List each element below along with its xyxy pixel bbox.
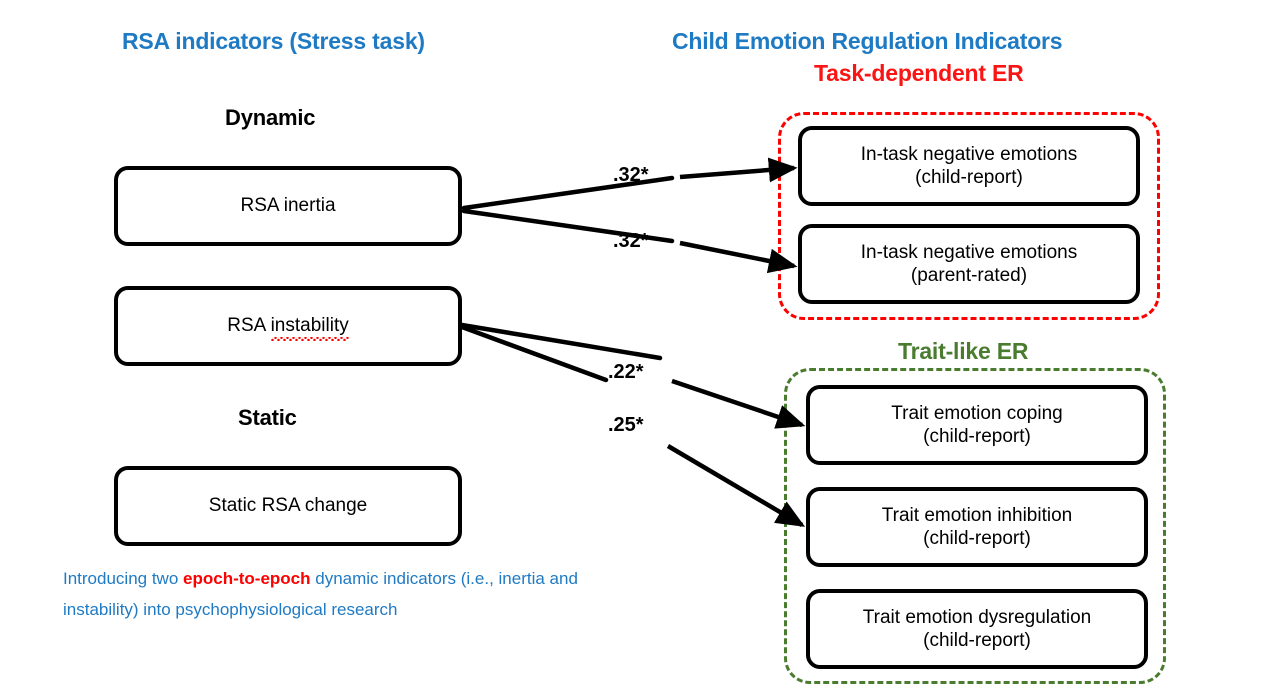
node-trait-emotion-dysregulation[interactable]: Trait emotion dysregulation(child-report…: [806, 589, 1148, 669]
caption-part1: Introducing two: [63, 569, 184, 588]
node-label-line1: Trait emotion inhibition: [881, 504, 1073, 526]
node-trait-emotion-coping[interactable]: Trait emotion coping(child-report): [806, 385, 1148, 465]
node-label-line2: (child-report): [923, 426, 1031, 447]
misspelled-word: instability: [270, 315, 349, 341]
node-trait-emotion-inhibition[interactable]: Trait emotion inhibition(child-report): [806, 487, 1148, 567]
node-in-task-negative-emotions-parent[interactable]: In-task negative emotions(parent-rated): [798, 224, 1140, 304]
node-in-task-negative-emotions-child[interactable]: In-task negative emotions(child-report): [798, 126, 1140, 206]
static-group-label: Static: [238, 405, 297, 430]
node-rsa-instability[interactable]: RSA instability: [114, 286, 462, 366]
node-label: In-task negative emotions(child-report): [861, 143, 1078, 189]
left-column-title: RSA indicators (Stress task): [122, 28, 425, 54]
path-coefficient-2: .32*: [613, 230, 649, 252]
node-label: Trait emotion coping(child-report): [891, 402, 1062, 448]
node-label-line2: (child-report): [923, 528, 1031, 549]
node-label: RSA instability: [227, 314, 349, 341]
path-coefficient-3: .22*: [608, 361, 644, 383]
node-label: Static RSA change: [208, 495, 368, 517]
node-label: RSA inertia: [240, 195, 336, 217]
node-label: Trait emotion dysregulation(child-report…: [863, 606, 1091, 652]
node-label-prefix: RSA: [227, 315, 271, 337]
node-label-line1: Trait emotion dysregulation: [862, 606, 1092, 628]
node-rsa-inertia[interactable]: RSA inertia: [114, 166, 462, 246]
node-label-line2: (child-report): [923, 630, 1031, 651]
path-coefficient-4: .25*: [608, 414, 644, 436]
trait-like-er-label: Trait-like ER: [898, 338, 1029, 364]
right-column-title: Child Emotion Regulation Indicators: [672, 28, 1063, 54]
node-label: Trait emotion inhibition(child-report): [882, 504, 1072, 550]
dynamic-group-label: Dynamic: [225, 105, 316, 130]
node-label: In-task negative emotions(parent-rated): [861, 241, 1078, 287]
caption-part2: dynamic indicators (i.e., inertia and in…: [63, 569, 578, 620]
node-label-line1: Trait emotion coping: [891, 402, 1063, 424]
node-static-rsa-change[interactable]: Static RSA change: [114, 466, 462, 546]
node-label-line2: (parent-rated): [910, 265, 1028, 286]
node-label-line2: (child-report): [915, 167, 1023, 188]
path-coefficient-1: .32*: [613, 164, 649, 186]
task-dependent-er-label: Task-dependent ER: [814, 60, 1024, 86]
node-label-line1: In-task negative emotions: [860, 143, 1078, 165]
caption: Introducing two epoch-to-epoch dynamic i…: [63, 563, 623, 626]
node-label-line1: In-task negative emotions: [860, 241, 1078, 263]
task-dependent-group-region: [778, 112, 1160, 320]
caption-emphasis: epoch-to-epoch: [183, 569, 311, 588]
